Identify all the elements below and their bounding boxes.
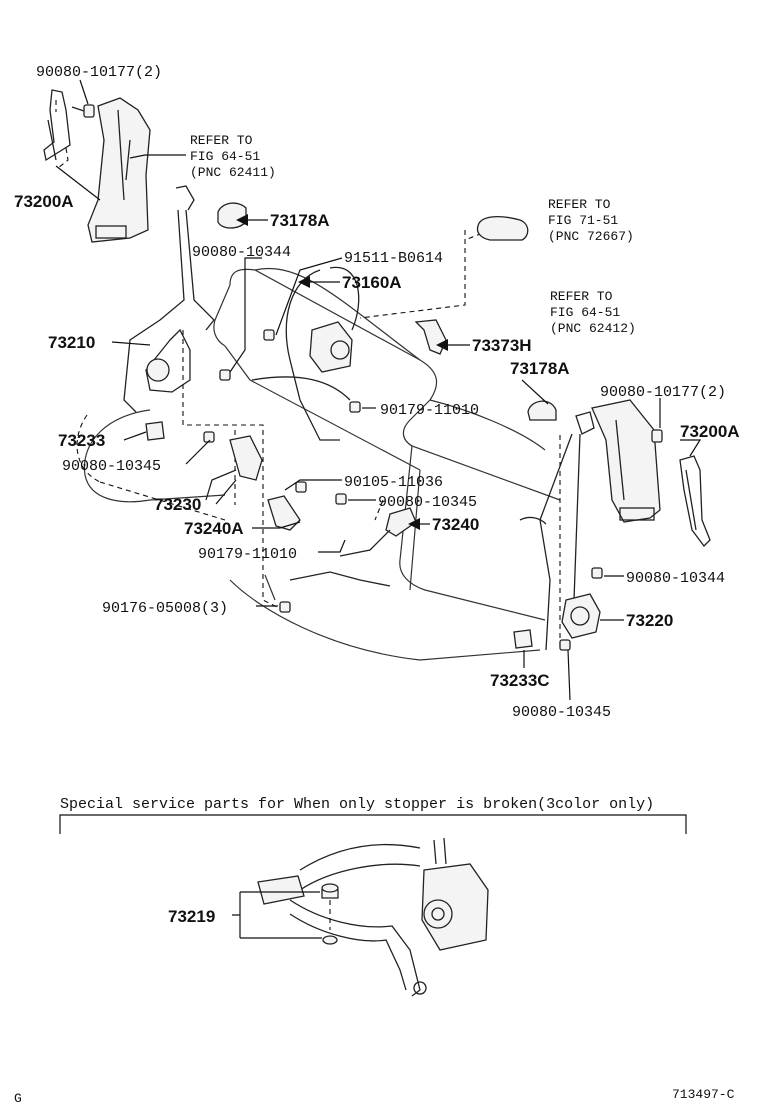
label-73233: 73233 xyxy=(58,431,105,450)
refer-note-1-line2: FIG 64-51 xyxy=(190,149,260,164)
label-90176-05008: 90176-05008(3) xyxy=(102,600,228,617)
refer-note-1-line3: (PNC 62411) xyxy=(190,165,276,180)
special-bracket xyxy=(59,814,687,834)
label-90080-10344-right: 90080-10344 xyxy=(626,570,725,587)
callout-labels: 90080-10177(2) 73200A REFER TO FIG 64-51… xyxy=(14,64,740,721)
special-service-section: Special service parts for When only stop… xyxy=(59,796,687,997)
refer-note-2-line2: FIG 71-51 xyxy=(548,213,618,228)
label-91511-b0614: 91511-B0614 xyxy=(344,250,443,267)
label-73178a-right: 73178A xyxy=(510,359,570,378)
small-bolts xyxy=(203,329,603,651)
rear-seat-outline xyxy=(83,267,561,661)
label-73219: 73219 xyxy=(168,907,215,926)
label-90179-11010-a: 90179-11010 xyxy=(380,402,479,419)
bracket-73200a-left xyxy=(43,89,71,162)
label-73373h: 73373H xyxy=(472,336,532,355)
refer-note-1-line1: REFER TO xyxy=(190,133,253,148)
label-90080-10177-right: 90080-10177(2) xyxy=(600,384,726,401)
label-73200a-right: 73200A xyxy=(680,422,740,441)
floor-wiring xyxy=(289,571,391,587)
special-note-text: Special service parts for When only stop… xyxy=(60,796,654,813)
belt-73160a xyxy=(285,266,360,441)
buckle-73230 xyxy=(205,435,263,501)
label-73200a-left: 73200A xyxy=(14,192,74,211)
buckle-73240a xyxy=(267,495,301,531)
label-73160a: 73160A xyxy=(342,273,402,292)
wire-center xyxy=(251,376,351,401)
label-73220: 73220 xyxy=(626,611,673,630)
cap-73178a-top xyxy=(217,202,247,229)
bolt-90080-10177-left xyxy=(71,104,95,118)
refer-note-2-line3: (PNC 72667) xyxy=(548,229,634,244)
belt-73220 xyxy=(519,411,601,651)
leader-lines xyxy=(55,79,702,701)
pillar-trim-left xyxy=(87,97,151,243)
label-90105-11036: 90105-11036 xyxy=(344,474,443,491)
buckle-73240 xyxy=(339,507,417,557)
cap-73178a-right xyxy=(527,400,557,421)
refer-note-3-line2: FIG 64-51 xyxy=(550,305,620,320)
label-73240a: 73240A xyxy=(184,519,244,538)
label-90080-10345-bottom: 90080-10345 xyxy=(512,704,611,721)
label-73178a-top: 73178A xyxy=(270,211,330,230)
label-90080-10344-top: 90080-10344 xyxy=(192,244,291,261)
clip-73373h xyxy=(414,319,447,355)
bracket-73200a-right xyxy=(679,455,711,547)
diagram-id: 713497-C xyxy=(672,1087,735,1102)
label-90080-10345-mid: 90080-10345 xyxy=(378,494,477,511)
label-73230: 73230 xyxy=(154,495,201,514)
bolt-90080-10177-right xyxy=(651,429,663,443)
label-90080-10345-left: 90080-10345 xyxy=(62,458,161,475)
label-73210: 73210 xyxy=(48,333,95,352)
pillar-trim-right xyxy=(591,399,661,523)
label-90179-11010-b: 90179-11010 xyxy=(198,546,297,563)
label-73219-bracket xyxy=(232,891,322,939)
refer-note-3-line1: REFER TO xyxy=(550,289,613,304)
parts-drawings xyxy=(43,89,711,651)
footer: G 713497-C xyxy=(14,1087,735,1106)
vent-cover xyxy=(476,215,529,241)
refer-note-2-line1: REFER TO xyxy=(548,197,611,212)
refer-note-3-line3: (PNC 62412) xyxy=(550,321,636,336)
cap-73233 xyxy=(145,421,165,441)
stopper-detail-drawing xyxy=(257,837,489,997)
label-73240: 73240 xyxy=(432,515,479,534)
belt-73210 xyxy=(123,185,215,413)
cap-73233c xyxy=(513,629,533,649)
footer-left-code: G xyxy=(14,1091,22,1106)
label-90080-10177-left: 90080-10177(2) xyxy=(36,64,162,81)
label-73233c: 73233C xyxy=(490,671,550,690)
